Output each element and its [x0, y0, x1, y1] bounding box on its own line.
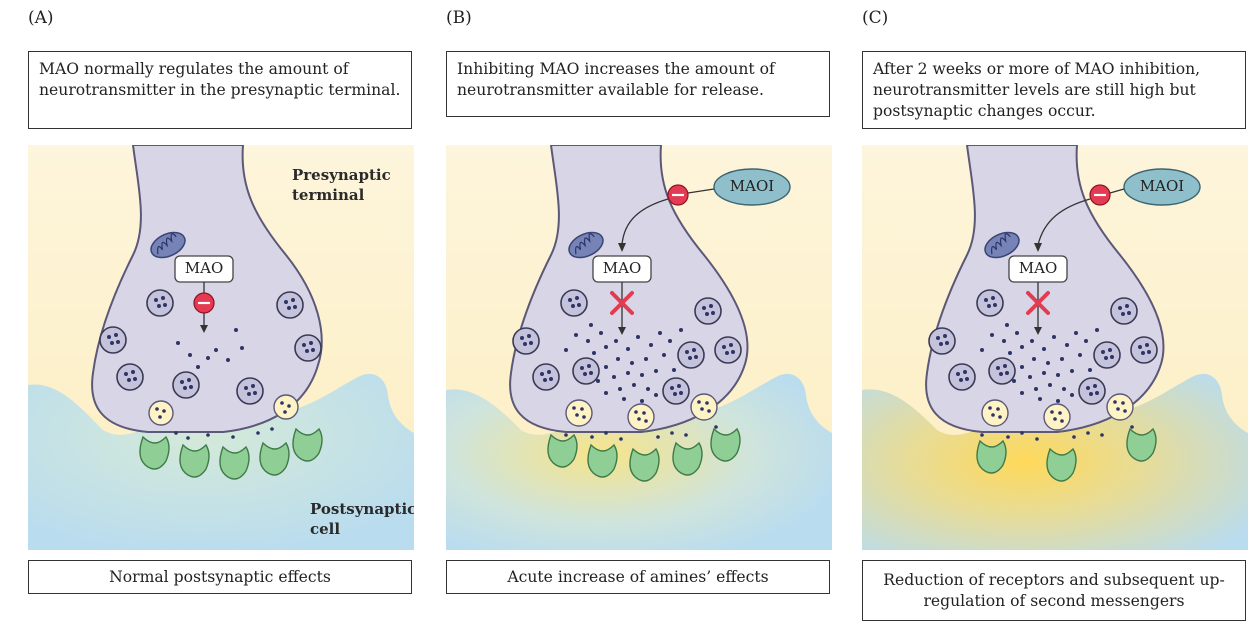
mitochondrion-icon	[150, 231, 186, 259]
panel-b: (B) Inhibiting MAO increases the amount …	[444, 0, 836, 631]
synapse-svg	[862, 145, 1248, 550]
synapse-svg	[28, 145, 414, 550]
vesicles	[928, 289, 1158, 405]
synapse-illustration: MAO MAOI	[446, 145, 832, 550]
synapse-illustration: MAO Presynaptic terminal Postsynaptic ce…	[28, 145, 414, 550]
release-vesicles	[565, 393, 718, 431]
mao-box	[592, 255, 652, 283]
postsynaptic-cell-label: Postsynaptic cell	[310, 500, 414, 538]
panel-letter: (A)	[28, 8, 54, 28]
panel-caption: MAO normally regulates the amount of neu…	[28, 51, 412, 129]
panel-letter: (B)	[446, 8, 472, 28]
neurotransmitter-dots	[564, 323, 683, 403]
blocked-x-icon	[610, 291, 634, 315]
synapse-illustration: MAO MAOI	[862, 145, 1248, 550]
panel-letter: (C)	[862, 8, 889, 28]
panel-c: (C) After 2 weeks or more of MAO inhibit…	[860, 0, 1252, 631]
receptors	[547, 427, 741, 482]
inhibit-minus-icon	[193, 292, 215, 314]
panel-caption: After 2 weeks or more of MAO inhibition,…	[862, 51, 1246, 129]
panel-caption: Inhibiting MAO increases the amount of n…	[446, 51, 830, 117]
vesicles	[512, 289, 742, 405]
mitochondrion-icon	[568, 231, 604, 259]
blocked-x-icon	[1026, 291, 1050, 315]
effect-box: Acute increase of amines’ effects	[446, 560, 830, 594]
maoi-oval	[713, 168, 791, 206]
receptors	[139, 427, 323, 480]
mao-box	[1008, 255, 1068, 283]
panel-a: (A) MAO normally regulates the amount of…	[26, 0, 418, 631]
effect-box: Normal postsynaptic effects	[28, 560, 412, 594]
receptors	[976, 427, 1157, 482]
synapse-svg	[446, 145, 832, 550]
release-vesicles	[981, 393, 1134, 431]
maoi-oval	[1123, 168, 1201, 206]
vesicles	[99, 289, 322, 405]
release-vesicles	[148, 394, 299, 426]
effect-box: Reduction of receptors and subsequent up…	[862, 560, 1246, 621]
inhibit-minus-icon	[667, 184, 689, 206]
mitochondrion-icon	[984, 231, 1020, 259]
presynaptic-terminal	[91, 145, 323, 433]
presynaptic-terminal-label: Presynaptic terminal	[292, 166, 391, 204]
inhibit-minus-icon	[1089, 184, 1111, 206]
neurotransmitter-dots	[980, 323, 1099, 403]
neurotransmitter-dots	[176, 328, 244, 369]
mao-box	[174, 255, 234, 283]
